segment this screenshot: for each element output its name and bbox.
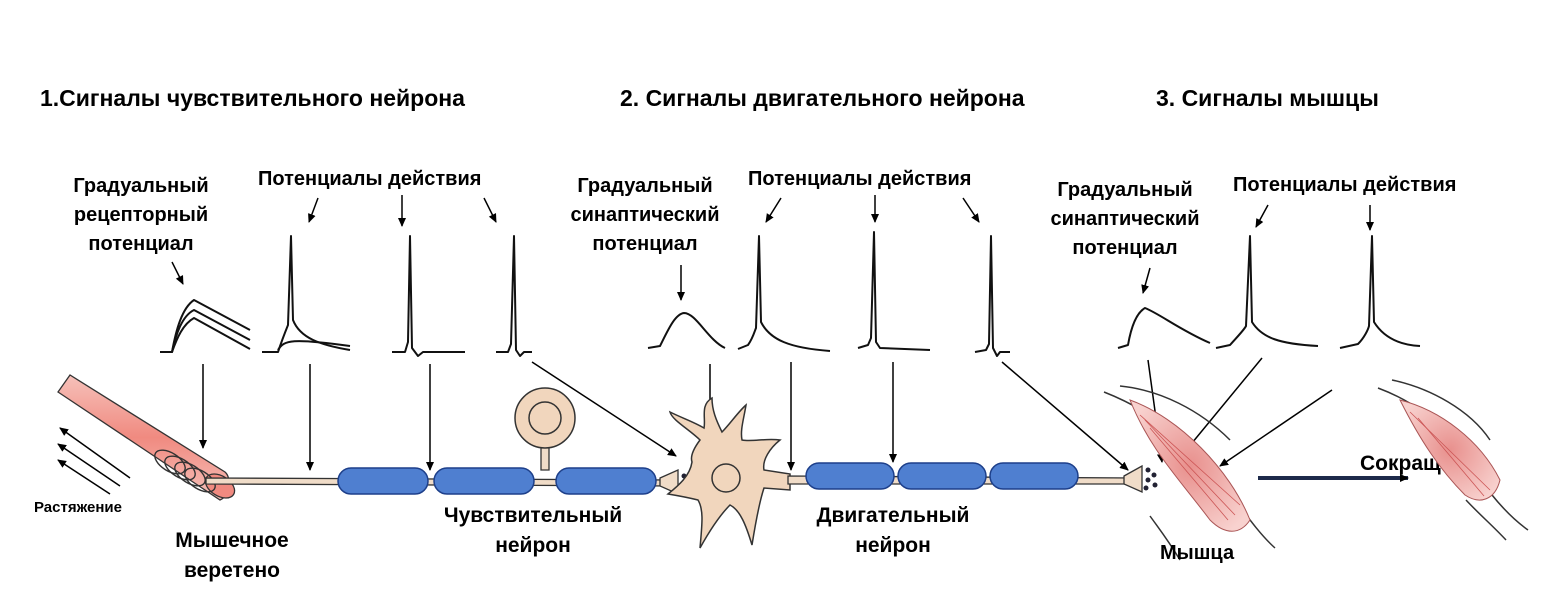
svg-text:потенциал: потенциал	[1072, 237, 1177, 259]
trace-action-potential-2	[392, 235, 465, 357]
trace-action-potential-5	[857, 231, 931, 351]
label-sensory-neuron: Чувствительный нейрон	[444, 504, 622, 557]
synaptic-vesicles-2	[1143, 467, 1158, 491]
svg-text:Чувствительный: Чувствительный	[444, 504, 622, 527]
trace-muscle-action-potential-1	[1215, 235, 1319, 349]
trace-synaptic-potential-2	[1117, 307, 1211, 349]
muscle-contracted	[1377, 379, 1529, 541]
svg-text:потенциал: потенциал	[592, 233, 697, 255]
sensory-myelin	[337, 467, 657, 495]
label-action-potentials-3: Потенциалы действия	[1233, 174, 1456, 196]
trace-muscle-action-potential-2	[1339, 235, 1421, 349]
svg-text:нейрон: нейрон	[855, 534, 931, 557]
label-muscle: Мышца	[1160, 542, 1235, 564]
trace-action-potential-6	[974, 235, 1010, 357]
trace-action-potential-1	[262, 235, 351, 353]
svg-text:Двигательный: Двигательный	[817, 504, 970, 527]
svg-text:веретено: веретено	[184, 559, 280, 582]
label-stretch: Растяжение	[34, 499, 122, 516]
svg-text:синаптический: синаптический	[571, 204, 720, 226]
label-synaptic-potential-1: Градуальный синаптический потенциал	[571, 175, 720, 255]
sensory-neuron	[205, 387, 679, 496]
muscle-relaxed	[1103, 385, 1276, 561]
label-action-potentials-1: Потенциалы действия	[258, 168, 481, 190]
header-muscle: 3. Сигналы мышцы	[1156, 85, 1379, 111]
label-action-potentials-2: Потенциалы действия	[748, 168, 971, 190]
svg-text:Градуальный: Градуальный	[73, 175, 208, 197]
label-muscle-spindle: Мышечное веретено	[175, 529, 288, 582]
label-receptor-potential: Градуальный рецепторный потенциал	[73, 175, 208, 255]
svg-text:синаптический: синаптический	[1051, 208, 1200, 230]
connector-arrows	[199, 357, 1333, 471]
header-sensory: 1.Сигналы чувствительного нейрона	[40, 85, 465, 111]
header-motor: 2. Сигналы двигательного нейрона	[620, 85, 1025, 111]
stretch-arrows	[57, 427, 131, 495]
svg-text:нейрон: нейрон	[495, 534, 571, 557]
trace-action-potential-3	[496, 235, 532, 357]
trace-action-potential-4	[737, 235, 831, 352]
label-synaptic-potential-2: Градуальный синаптический потенциал	[1051, 179, 1200, 259]
svg-text:рецепторный: рецепторный	[74, 204, 208, 226]
trace-synaptic-potential-1	[647, 312, 726, 349]
motor-myelin	[805, 462, 1079, 490]
trace-receptor-potential	[160, 299, 251, 353]
motor-neuron-body	[666, 396, 791, 549]
svg-text:Градуальный: Градуальный	[577, 175, 712, 197]
svg-text:Мышечное: Мышечное	[175, 529, 288, 552]
svg-text:Градуальный: Градуальный	[1057, 179, 1192, 201]
label-motor-neuron: Двигательный нейрон	[817, 504, 970, 557]
label-pointer-arrows	[171, 195, 1374, 301]
svg-text:потенциал: потенциал	[88, 233, 193, 255]
